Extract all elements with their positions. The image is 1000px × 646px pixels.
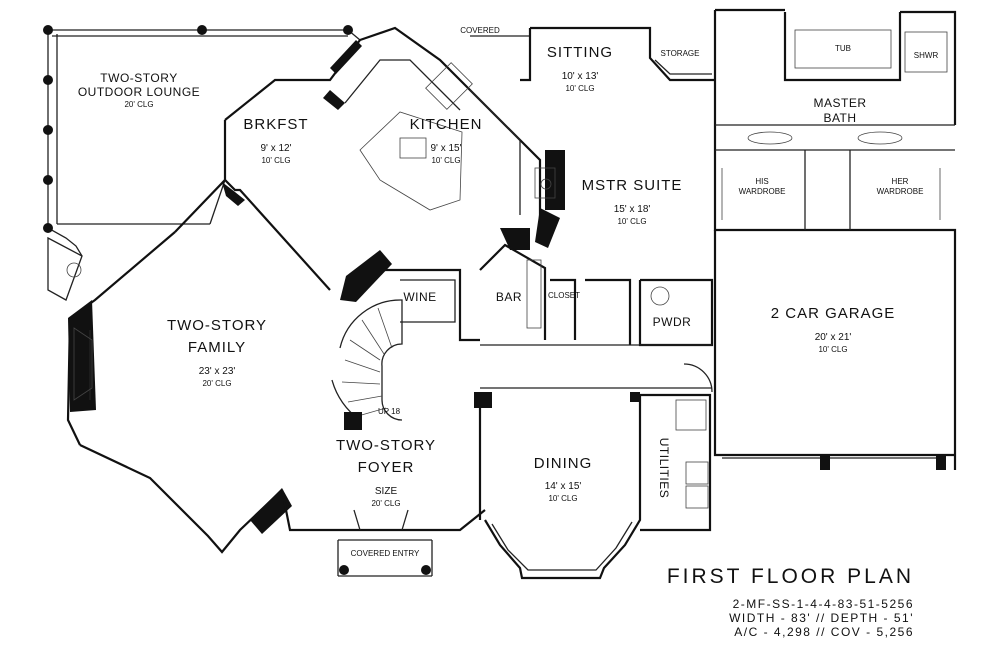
master-walls <box>470 8 957 470</box>
plan-id: 2-MF-SS-1-4-4-83-51-5256 <box>732 597 914 611</box>
bar-label: BAR <box>495 290 523 304</box>
utilities-label: UTILITIES <box>657 437 671 499</box>
family-room-walls <box>66 178 331 554</box>
kitchen-walls <box>223 26 542 302</box>
family-label-line2: FAMILY <box>187 339 247 356</box>
his-wardrobe-line1: HIS <box>755 177 769 186</box>
storage-label: STORAGE <box>660 49 700 58</box>
kitchen-clg: 10' CLG <box>431 156 461 165</box>
master-bath-line2: BATH <box>823 111 857 125</box>
plan-dimensions: WIDTH - 83' // DEPTH - 51' <box>729 611 914 625</box>
dining-size: 14' x 15' <box>544 481 582 492</box>
brkfst-size: 9' x 12' <box>260 143 292 154</box>
kitchen-label: KITCHEN <box>409 116 483 133</box>
her-wardrobe-line1: HER <box>891 177 909 186</box>
family-size: 23' x 23' <box>198 366 236 377</box>
lounge-label-line2: OUTDOOR LOUNGE <box>77 85 201 99</box>
foyer-label-line1: TWO-STORY <box>335 437 437 454</box>
shwr-label: SHWR <box>913 51 939 60</box>
tub-label: TUB <box>835 44 851 53</box>
mstr-suite-label: MSTR SUITE <box>581 177 683 194</box>
wine-label: WINE <box>403 290 437 304</box>
covered-label: COVERED <box>460 26 500 35</box>
plan-area: A/C - 4,298 // COV - 5,256 <box>734 625 914 639</box>
foyer-size: SIZE <box>374 486 398 497</box>
garage-walls <box>713 230 955 470</box>
foyer-clg: 20' CLG <box>371 499 401 508</box>
plan-title: FIRST FLOOR PLAN <box>666 565 914 588</box>
lounge-label-line1: TWO-STORY <box>100 71 178 85</box>
foyer-stairs <box>280 299 486 577</box>
pwdr-label: PWDR <box>652 315 692 329</box>
family-label-line1: TWO-STORY <box>166 317 268 334</box>
lounge-clg: 20' CLG <box>124 100 154 109</box>
closet-label: CLOSET <box>547 291 581 300</box>
dining-label: DINING <box>533 455 593 472</box>
garage-size: 20' x 21' <box>814 332 852 343</box>
sitting-size: 10' x 13' <box>561 71 599 82</box>
his-wardrobe-line2: WARDROBE <box>738 187 786 196</box>
brkfst-clg: 10' CLG <box>261 156 291 165</box>
outdoor-lounge-porch <box>43 25 361 301</box>
covered-entry-label: COVERED ENTRY <box>350 549 420 558</box>
dining-walls <box>474 392 642 580</box>
foyer-label-line2: FOYER <box>357 459 415 476</box>
kitchen-size: 9' x 15' <box>430 143 462 154</box>
service-walls <box>385 243 714 389</box>
stair-up-label: UP 18 <box>377 407 401 416</box>
brkfst-label: BRKFST <box>243 116 309 133</box>
master-bath-line1: MASTER <box>813 96 867 110</box>
her-wardrobe-line2: WARDROBE <box>876 187 924 196</box>
sitting-label: SITTING <box>546 44 614 61</box>
sitting-clg: 10' CLG <box>565 84 595 93</box>
mstr-suite-clg: 10' CLG <box>617 217 647 226</box>
utilities-walls <box>640 363 713 532</box>
family-clg: 20' CLG <box>202 379 232 388</box>
mstr-suite-size: 15' x 18' <box>613 204 651 215</box>
garage-label: 2 CAR GARAGE <box>770 305 896 322</box>
garage-clg: 10' CLG <box>818 345 848 354</box>
dining-clg: 10' CLG <box>548 494 578 503</box>
